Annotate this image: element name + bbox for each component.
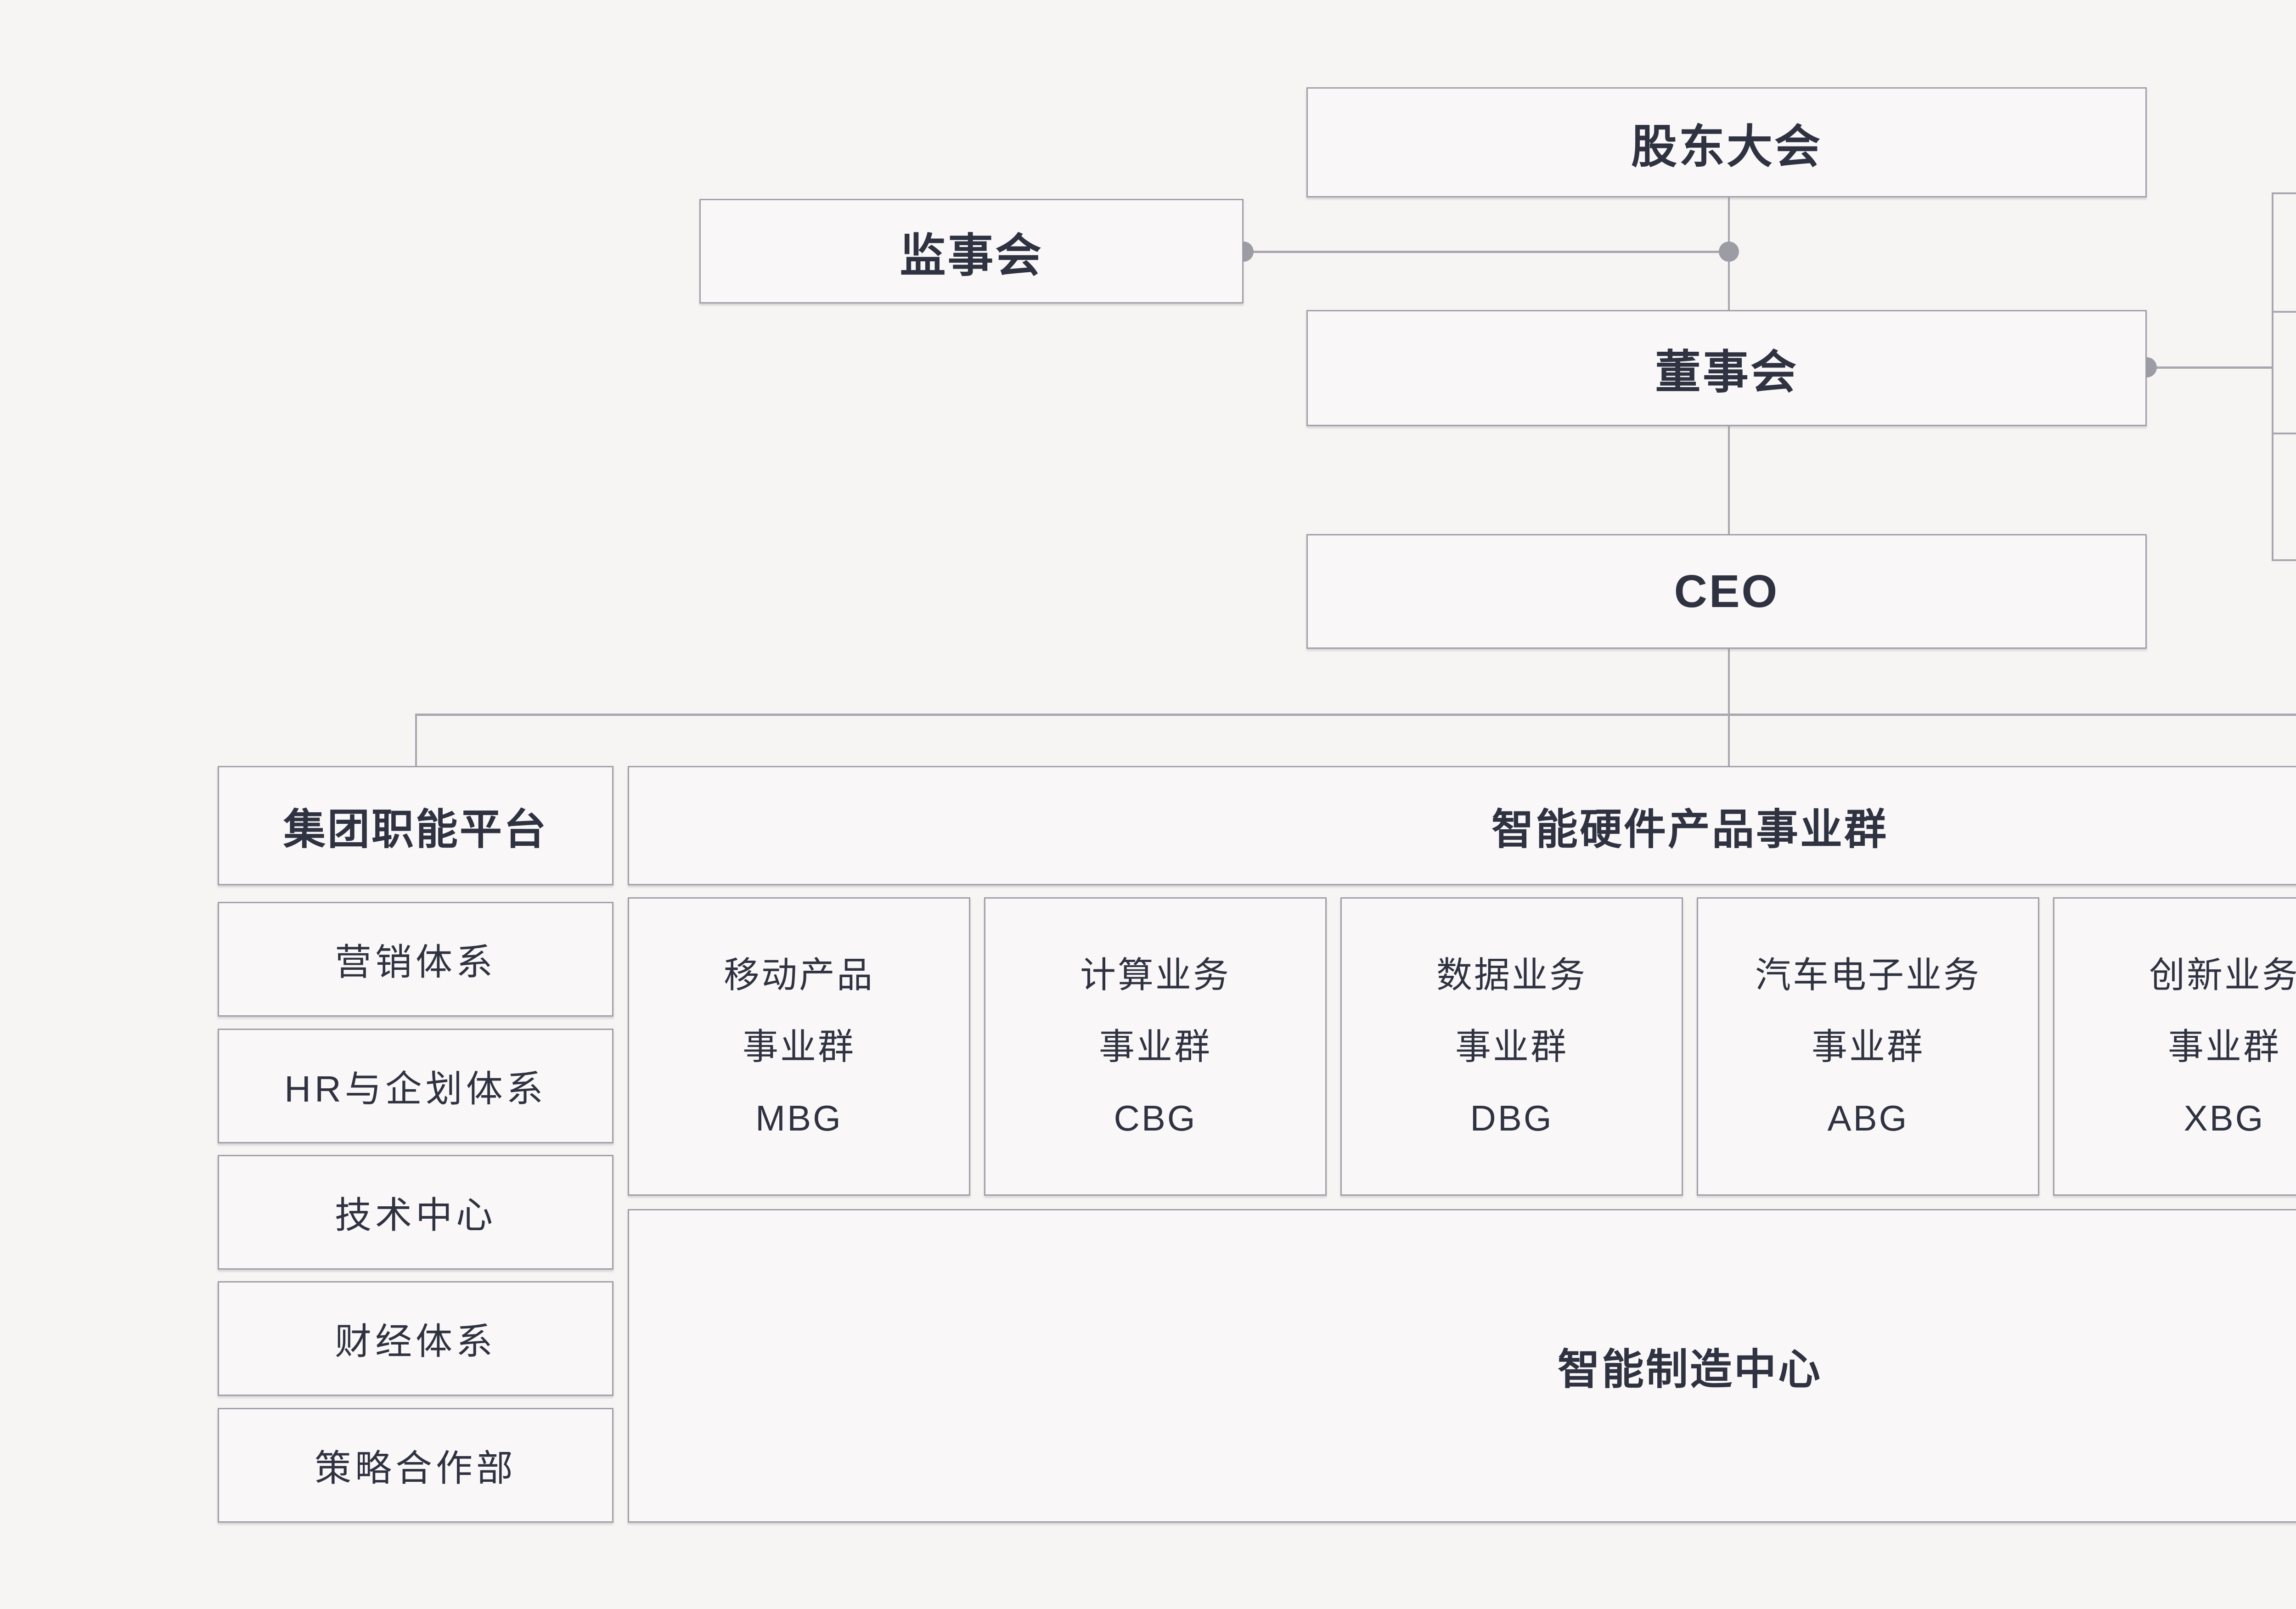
group-abbr: CBG [1114, 1098, 1197, 1138]
connector-ceo-down [1728, 649, 1730, 714]
group-name: 计算业务 [1080, 955, 1231, 995]
connector-stub-compensation [2272, 311, 2296, 313]
node-shareholders-meeting: 股东大会 [1306, 87, 2147, 197]
group-name: 移动产品 [723, 955, 874, 995]
node-hr-planning-system: HR与企划体系 [218, 1029, 613, 1143]
node-mbg: 移动产品 事业群 MBG [628, 897, 970, 1196]
business-group-row: 移动产品 事业群 MBG 计算业务 事业群 CBG 数据业务 事业群 DBG 汽… [628, 897, 2296, 1196]
group-name-line2: 事业群 [1811, 1026, 1925, 1067]
group-abbr: XBG [2183, 1098, 2265, 1138]
section-header-group-functions: 集团职能平台 [218, 766, 613, 885]
group-name-line2: 事业群 [1455, 1026, 1568, 1067]
group-abbr: DBG [1470, 1098, 1553, 1138]
connector-board-ceo [1728, 426, 1730, 534]
group-name: 数据业务 [1436, 955, 1587, 995]
connector-stub-strategy [2272, 192, 2296, 194]
section-header-smart-hardware: 智能硬件产品事业群 [628, 766, 2296, 885]
group-name-line2: 事业群 [742, 1026, 855, 1067]
node-marketing-system: 营销体系 [218, 902, 613, 1017]
connector-stub-audit [2272, 559, 2296, 561]
node-strategic-cooperation-dept: 策略合作部 [218, 1408, 613, 1523]
connector-drop-left-section [415, 714, 417, 766]
node-cbg: 计算业务 事业群 CBG [984, 897, 1327, 1196]
group-name-line2: 事业群 [1098, 1026, 1212, 1067]
connector-drop-middle-section [1728, 714, 1730, 766]
group-name-line2: 事业群 [2167, 1026, 2281, 1067]
node-board-of-directors: 董事会 [1306, 310, 2147, 426]
node-dbg: 数据业务 事业群 DBG [1340, 897, 1683, 1196]
group-name: 汽车电子业务 [1755, 955, 1981, 995]
node-finance-system: 财经体系 [218, 1281, 613, 1396]
node-supervisory-board: 监事会 [699, 199, 1244, 304]
group-abbr: MBG [755, 1098, 843, 1138]
group-abbr: ABG [1827, 1098, 1909, 1138]
connector-stub-nomination [2272, 433, 2296, 434]
connector-board-committees [2147, 366, 2273, 369]
connector-committee-bracket [2272, 192, 2273, 560]
junction-dot-main-line [1719, 242, 1739, 262]
group-name: 创新业务 [2149, 955, 2296, 995]
connector-supervisory-line [1243, 251, 1729, 253]
connector-distribution-line [415, 714, 2296, 716]
node-intelligent-manufacturing-center: 智能制造中心 [628, 1209, 2296, 1523]
node-abg: 汽车电子业务 事业群 ABG [1697, 897, 2039, 1196]
node-technology-center: 技术中心 [218, 1155, 613, 1270]
node-ceo: CEO [1306, 534, 2147, 649]
node-xbg: 创新业务 事业群 XBG [2053, 897, 2296, 1196]
